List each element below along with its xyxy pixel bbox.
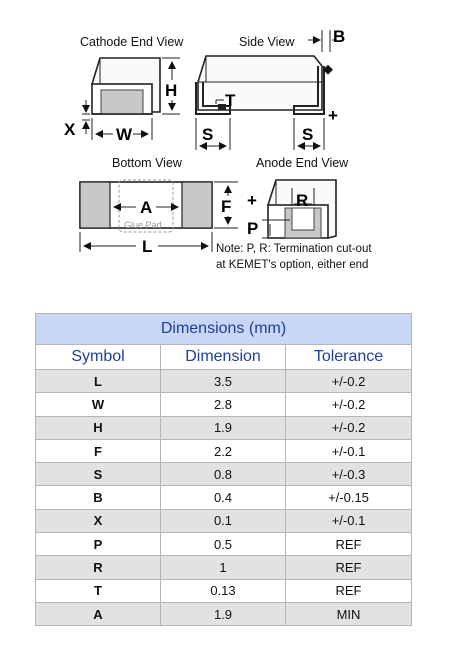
cell-symbol: A — [35, 601, 161, 627]
cell-dimension: 3.5 — [160, 368, 286, 394]
table-row: H 1.9 +/-0.2 — [35, 415, 413, 440]
cell-tolerance: MIN — [284, 601, 413, 627]
cell-dimension: 1 — [160, 555, 286, 580]
dim-label-x: X — [64, 120, 76, 139]
dim-label-f: F — [221, 197, 231, 216]
cell-tolerance: +/-0.1 — [284, 438, 413, 464]
table-row: F 2.2 +/-0.1 — [35, 438, 413, 464]
dimensions-table: Dimensions (mm) Symbol Dimension Toleran… — [34, 313, 413, 627]
cell-symbol: B — [35, 485, 161, 510]
cell-tolerance: +/-0.2 — [284, 392, 413, 417]
anode-view-title: Anode End View — [256, 156, 349, 170]
dim-label-s-left: S — [202, 125, 213, 144]
table-title: Dimensions (mm) — [34, 313, 413, 345]
anode-plus-end: + — [247, 191, 257, 210]
cell-dimension: 1.9 — [160, 601, 286, 627]
table-row: W 2.8 +/-0.2 — [35, 392, 413, 417]
table-row: X 0.1 +/-0.1 — [35, 508, 413, 534]
cell-tolerance: +/-0.2 — [284, 368, 413, 394]
dim-s-right — [293, 118, 325, 150]
cell-symbol: F — [35, 438, 161, 464]
table-row: P 0.5 REF — [35, 532, 413, 557]
cell-dimension: 1.9 — [160, 415, 286, 440]
table-row: B 0.4 +/-0.15 — [35, 485, 413, 510]
package-diagram: Cathode End View H W X Side View — [64, 27, 372, 271]
dim-p — [262, 219, 290, 239]
cell-dimension: 0.1 — [160, 508, 286, 534]
cathode-view-title: Cathode End View — [80, 35, 184, 49]
cell-tolerance: REF — [284, 555, 413, 580]
dim-s-left — [195, 118, 231, 150]
table-row: L 3.5 +/-0.2 — [35, 368, 413, 394]
anode-end-body — [267, 179, 337, 239]
cell-dimension: 0.5 — [160, 532, 286, 557]
dim-label-p: P — [247, 219, 258, 238]
cell-symbol: L — [35, 368, 161, 394]
dim-t — [215, 99, 224, 104]
dim-label-l: L — [142, 237, 152, 256]
dim-label-s-right: S — [302, 125, 313, 144]
dim-l — [79, 232, 213, 252]
cell-symbol: R — [35, 555, 161, 580]
side-view-body — [195, 55, 325, 115]
cell-dimension: 2.2 — [160, 438, 286, 464]
dim-label-a: A — [140, 198, 152, 217]
cell-dimension: 0.8 — [160, 462, 286, 487]
dim-label-h: H — [165, 81, 177, 100]
cell-dimension: 0.13 — [160, 578, 286, 603]
cell-dimension: 2.8 — [160, 392, 286, 417]
dim-label-w: W — [116, 125, 133, 144]
table-row: T 0.13 REF — [35, 578, 413, 603]
column-header-tolerance: Tolerance — [284, 344, 413, 370]
glue-pad-label: Glue Pad — [124, 220, 162, 230]
side-view-title: Side View — [239, 35, 295, 49]
anode-plus-side: + — [328, 106, 338, 125]
dim-label-b: B — [333, 27, 345, 46]
cell-dimension: 0.4 — [160, 485, 286, 510]
cathode-end-body — [91, 57, 161, 115]
cell-tolerance: +/-0.3 — [284, 462, 413, 487]
cell-tolerance: REF — [284, 532, 413, 557]
cell-symbol: P — [35, 532, 161, 557]
note-line-1: Note: P, R: Termination cut-out — [216, 243, 372, 255]
cell-tolerance: +/-0.1 — [284, 508, 413, 534]
dim-x — [82, 100, 90, 134]
note-line-2: at KEMET's option, either end — [216, 259, 368, 271]
dim-label-r: R — [296, 191, 308, 210]
cell-symbol: H — [35, 415, 161, 440]
bottom-view-title: Bottom View — [112, 156, 183, 170]
dim-h — [162, 57, 180, 115]
dim-f — [214, 181, 238, 229]
cell-symbol: T — [35, 578, 161, 603]
column-header-symbol: Symbol — [35, 344, 161, 370]
bottom-view-body — [79, 179, 213, 233]
cell-tolerance: +/-0.15 — [284, 485, 413, 510]
dim-r — [291, 188, 315, 206]
cell-symbol: S — [35, 462, 161, 487]
cell-symbol: X — [35, 508, 161, 534]
column-header-dimension: Dimension — [160, 344, 286, 370]
cell-tolerance: +/-0.2 — [284, 415, 413, 440]
table-row: R 1 REF — [35, 555, 413, 580]
table-row: S 0.8 +/-0.3 — [35, 462, 413, 487]
table-row: A 1.9 MIN — [35, 601, 413, 627]
dim-w — [91, 118, 153, 140]
cell-tolerance: REF — [284, 578, 413, 603]
cell-symbol: W — [35, 392, 161, 417]
dim-label-t: T — [225, 91, 236, 110]
